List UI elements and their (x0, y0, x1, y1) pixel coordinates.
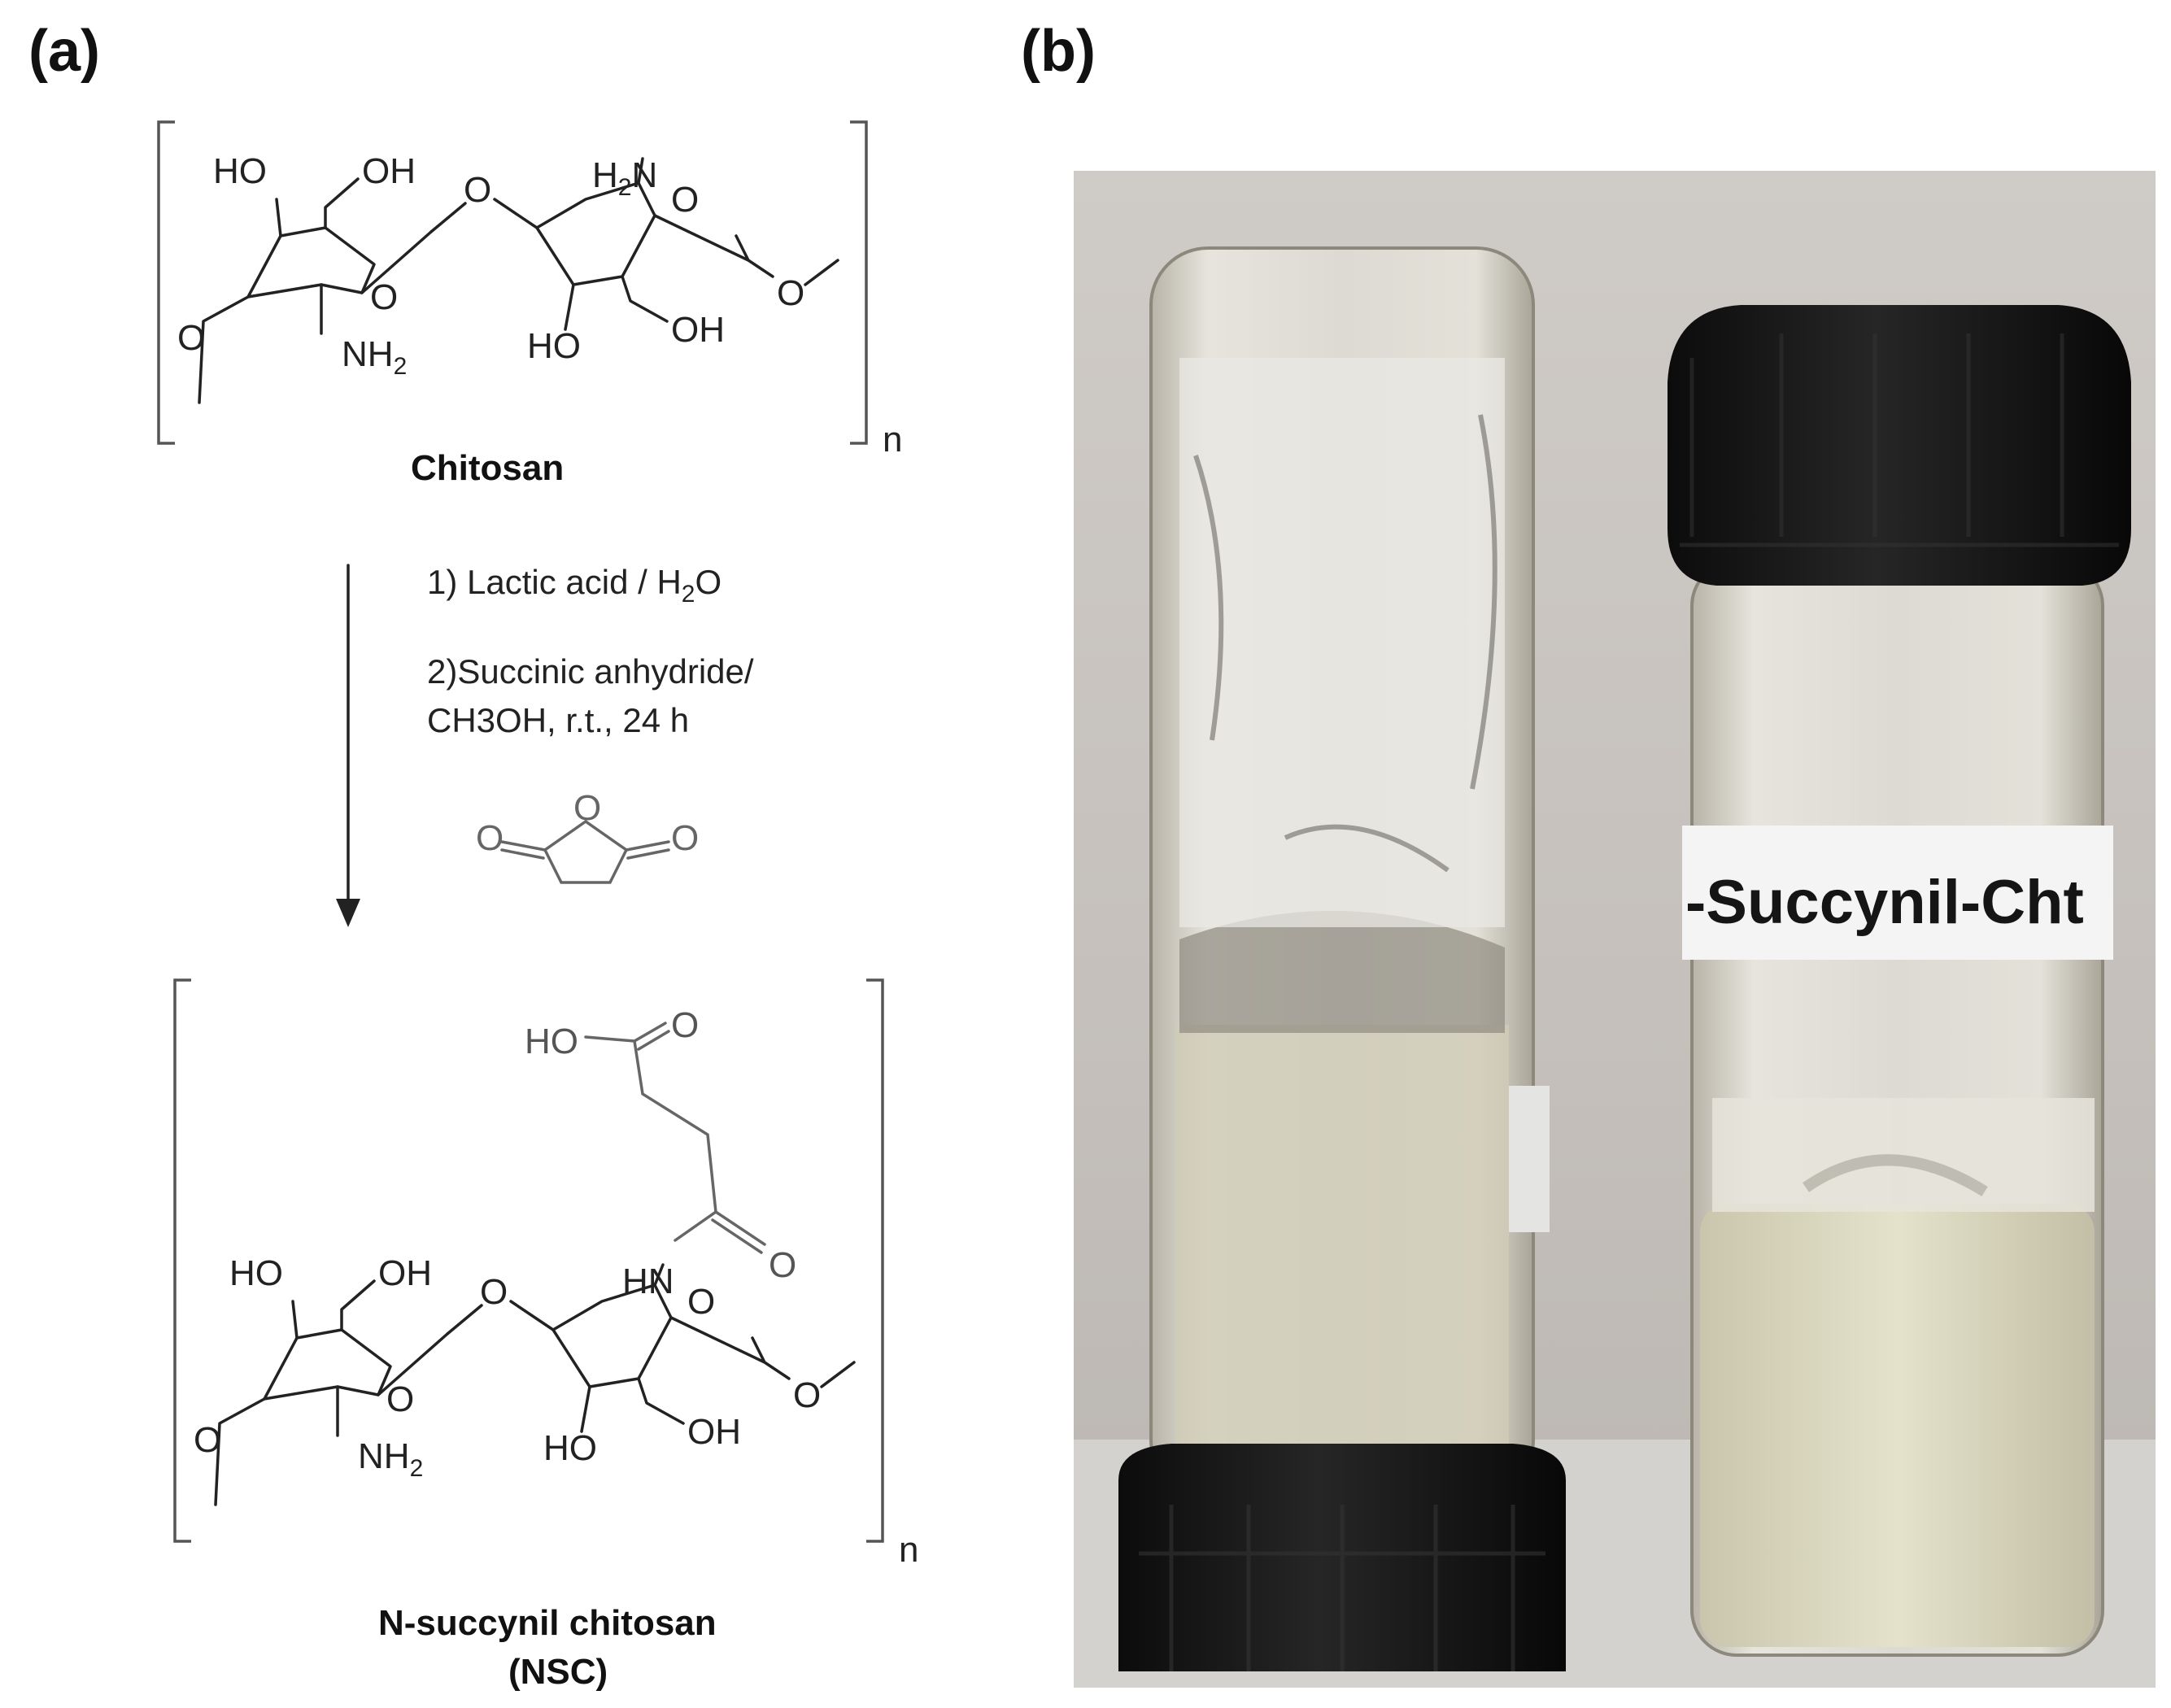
nsc-left-bracket (173, 978, 191, 1543)
chitosan-o-right-end: O (777, 273, 804, 313)
nsc-ho-acid: HO (525, 1022, 578, 1061)
panel-a-label: (a) (28, 19, 100, 84)
chitosan-caption: Chitosan (411, 448, 564, 488)
chitosan-ho-top: HO (213, 151, 267, 191)
chitosan-left-ring-substituents (198, 177, 433, 404)
chitosan-oh-bottom: OH (671, 310, 725, 350)
vials-photograph: -Succynil-Cht (1074, 171, 2156, 1688)
nsc-glycosidic-bonds (446, 1300, 555, 1335)
chitosan-right-ring-substituents (564, 157, 774, 331)
chitosan-left-ring (246, 226, 376, 298)
nsc-repeat-n: n (899, 1530, 918, 1570)
nsc-ho-top: HO (229, 1253, 283, 1293)
nsc-caption-line-2: (NSC) (508, 1652, 608, 1692)
nsc-left-ring (263, 1328, 392, 1401)
panel-b-label: (b) (1021, 19, 1096, 84)
chitosan-o-left-end: O (177, 318, 205, 358)
nsc-ho-bottom: HO (543, 1428, 597, 1468)
chitosan-repeat-n: n (883, 420, 902, 460)
nsc-hn: HN (622, 1261, 674, 1301)
reaction-step-2-line-1: 2)Succinic anhydride/ (427, 652, 754, 691)
chitosan-nh2-left: NH2 (342, 334, 407, 380)
nsc-nh2-left: NH2 (358, 1436, 423, 1482)
reaction-step-1: 1) Lactic acid / H2O (427, 563, 721, 608)
nsc-right-ring-substituents (580, 1263, 791, 1433)
nsc-caption-line-1: N-succynil chitosan (378, 1603, 717, 1643)
nsc-left-ring-substituents (214, 1279, 449, 1506)
chitosan-structure: n HO OH O H2N O O NH2 HO OH O O Chitosan (157, 120, 902, 488)
nsc-o-bridge: O (480, 1272, 508, 1312)
nsc-right-end-bond (820, 1361, 856, 1388)
chitosan-right-bracket (850, 120, 868, 445)
succinic-anhydride-structure: O O O (476, 788, 699, 884)
anhydride-o-left: O (476, 818, 504, 858)
reaction-scheme: n HO OH O H2N O O NH2 HO OH O O Chitosan… (157, 120, 918, 1692)
chitosan-o-ring-right: O (671, 180, 699, 220)
nsc-o-ring-right: O (687, 1282, 715, 1322)
chitosan-oh-top: OH (362, 151, 416, 191)
vial-label-text: -Succynil-Cht (1685, 868, 2084, 937)
chitosan-o-bridge: O (464, 170, 491, 210)
nsc-oh-bottom: OH (687, 1412, 741, 1452)
inverted-gel-vial (1118, 246, 1566, 1671)
nsc-succinyl-chain (584, 1022, 766, 1254)
vial-label-band (1682, 826, 2113, 960)
chitosan-right-ring (535, 181, 656, 286)
anhydride-o-right: O (671, 818, 699, 858)
nsc-o-acid: O (671, 1005, 699, 1045)
reaction-step-2-line-2: CH3OH, r.t., 24 h (427, 701, 689, 739)
reaction-arrow (336, 564, 360, 927)
chitosan-o-ring-left: O (370, 277, 398, 317)
nsc-o-left-end: O (194, 1420, 221, 1460)
chitosan-glycosidic-bonds (429, 198, 538, 233)
nsc-o-ring-left: O (386, 1379, 414, 1419)
chitosan-right-end-bond (804, 259, 839, 286)
chitosan-ho-bottom: HO (527, 326, 581, 366)
chitosan-left-bracket (157, 120, 175, 445)
anhydride-o-ring: O (573, 788, 601, 828)
upright-solution-vial: -Succynil-Cht (1667, 305, 2131, 1657)
chitosan-h2n-right: H2N (592, 155, 657, 201)
nsc-right-bracket (866, 978, 884, 1543)
nsc-o-amide: O (769, 1245, 796, 1285)
nsc-structure: n HO O O HN HO OH O O O NH2 HO OH O O N-… (173, 978, 918, 1692)
nsc-o-right-end: O (793, 1375, 821, 1415)
nsc-oh-top: OH (378, 1253, 432, 1293)
